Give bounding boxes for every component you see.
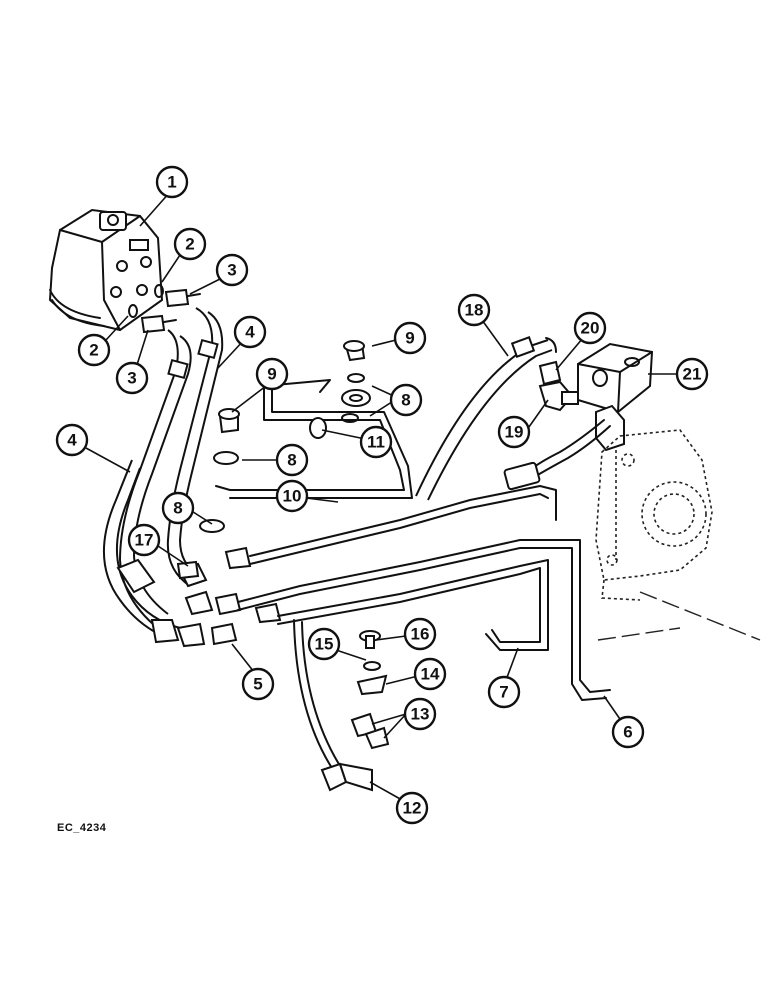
callout-5: 5 <box>241 667 275 701</box>
drawing-code: EC_4234 <box>57 822 107 834</box>
callout-17: 17 <box>127 523 161 557</box>
callout-9-top: 9 <box>393 321 427 355</box>
callout-2-bottom: 2 <box>77 333 111 367</box>
callout-label: 8 <box>401 391 410 410</box>
callout-label: 12 <box>403 799 422 818</box>
callout-label: 6 <box>623 723 632 742</box>
callout-8-top: 8 <box>389 383 423 417</box>
callout-label: 10 <box>283 487 302 506</box>
callout-8-lower: 8 <box>161 491 195 525</box>
callout-label: 2 <box>185 235 194 254</box>
callout-label: 3 <box>227 261 236 280</box>
callout-9-left: 9 <box>255 357 289 391</box>
callout-label: 20 <box>581 319 600 338</box>
o-rings-and-adapters <box>128 284 201 334</box>
callout-label: 15 <box>315 635 334 654</box>
hydraulic-pump <box>595 429 713 601</box>
callout-1: 1 <box>155 165 189 199</box>
callout-label: 8 <box>173 499 182 518</box>
callout-4-right: 4 <box>233 315 267 349</box>
leader-lines <box>85 191 682 801</box>
small-parts <box>199 340 390 792</box>
callout-3-top: 3 <box>215 253 249 287</box>
callout-16: 16 <box>403 617 437 651</box>
hydraulic-pipes <box>215 379 611 701</box>
callout-20: 20 <box>573 311 607 345</box>
valve-block <box>503 342 654 491</box>
callout-14: 14 <box>413 657 447 691</box>
callout-label: 5 <box>253 675 262 694</box>
callout-11: 11 <box>359 425 393 459</box>
callout-label: 17 <box>135 531 154 550</box>
callout-label: 2 <box>89 341 98 360</box>
callout-label: 16 <box>411 625 430 644</box>
callout-21: 21 <box>675 357 709 391</box>
callout-label: 21 <box>683 365 702 384</box>
callout-7: 7 <box>487 675 521 709</box>
callout-19: 19 <box>497 415 531 449</box>
callout-label: 19 <box>505 423 524 442</box>
hose-18 <box>415 336 557 501</box>
callout-12: 12 <box>395 791 429 825</box>
steering-valve <box>48 208 164 332</box>
callout-label: 3 <box>127 369 136 388</box>
callout-label: 4 <box>67 431 77 450</box>
callout-label: 1 <box>167 173 176 192</box>
callout-3-bottom: 3 <box>115 361 149 395</box>
elbow-fitting <box>538 360 579 412</box>
callout-label: 8 <box>287 451 296 470</box>
assembly-lines <box>293 591 761 781</box>
callout-8-middle: 8 <box>275 443 309 477</box>
callout-label: 4 <box>245 323 255 342</box>
callout-10: 10 <box>275 479 309 513</box>
callout-label: 14 <box>421 665 440 684</box>
callout-label: 11 <box>367 433 385 452</box>
callout-2-top: 2 <box>173 227 207 261</box>
callout-label: 9 <box>405 329 414 348</box>
callout-13: 13 <box>403 697 437 731</box>
callout-18: 18 <box>457 293 491 327</box>
callout-4-left: 4 <box>55 423 89 457</box>
callout-label: 9 <box>267 365 276 384</box>
callout-6: 6 <box>611 715 645 749</box>
callout-label: 13 <box>411 705 430 724</box>
hose-fittings <box>176 546 282 648</box>
callout-label: 7 <box>499 683 508 702</box>
callout-label: 18 <box>465 301 484 320</box>
callout-15: 15 <box>307 627 341 661</box>
